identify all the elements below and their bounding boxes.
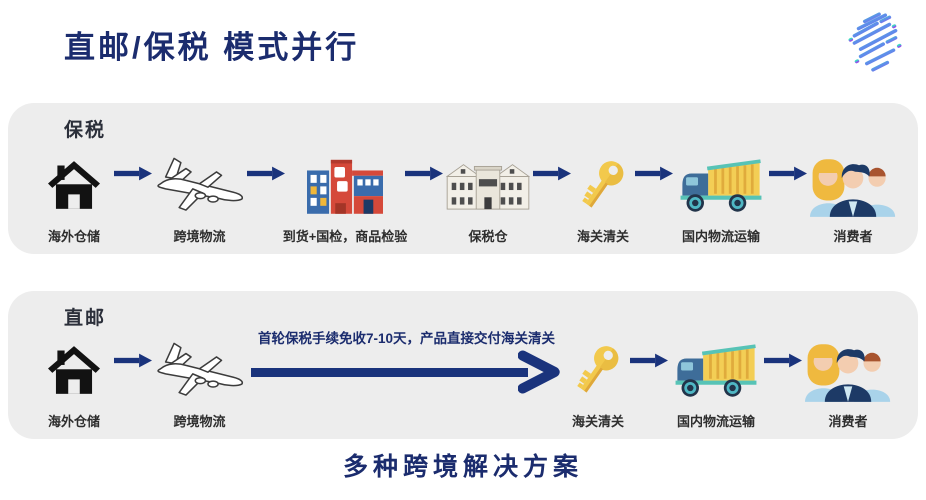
page-title: 直邮/保税 模式并行 [64, 30, 360, 65]
step-arrival-inspection: 到货+国检，商品检验 [282, 129, 408, 244]
flow-arrow [533, 129, 571, 244]
step-customs-clearance: 海关清关 [571, 129, 635, 244]
step-label: 国内物流运输 [676, 414, 755, 429]
chevron-arrowhead-icon [518, 350, 560, 394]
step-domestic-logistics: 国内物流运输 [668, 317, 764, 429]
long-arrow [251, 349, 562, 395]
key-icon [582, 161, 624, 208]
consumers-icon [810, 159, 896, 217]
step-label: 消费者 [833, 229, 873, 244]
fast-track-arrow-block: 首轮保税手续免收7-10天，产品直接交付海关清关 [251, 317, 562, 429]
flow-arrow [247, 129, 285, 244]
step-label: 海外仓储 [47, 414, 100, 429]
arrow-right-icon [630, 353, 668, 367]
step-label: 保税仓 [468, 229, 508, 244]
step-label: 国内物流运输 [681, 229, 760, 244]
direct-mode-panel: 直邮 海外仓储 [8, 291, 918, 439]
step-crossborder-logistics: 跨境物流 [152, 317, 247, 429]
inspection-buildings-icon [307, 159, 383, 214]
long-arrow-bar [251, 367, 528, 377]
arrow-right-icon [405, 166, 443, 181]
step-overseas-warehouse: 海外仓储 [34, 317, 114, 429]
arrow-right-icon [769, 166, 807, 181]
truck-icon [680, 158, 762, 212]
arrow-right-icon [114, 353, 152, 367]
step-label: 海外仓储 [47, 229, 100, 244]
direct-mode-label: 直邮 [64, 308, 107, 329]
arrow-right-icon [635, 166, 673, 181]
arrow-right-icon [533, 166, 571, 181]
key-icon [577, 346, 619, 393]
step-bonded-warehouse: 保税仓 [443, 129, 533, 244]
flow-arrow [635, 129, 673, 244]
bonded-warehouse-icon [446, 163, 530, 210]
step-label: 海关清关 [576, 229, 629, 244]
airplane-icon [157, 157, 244, 211]
step-label: 海关清关 [571, 414, 624, 429]
step-label: 跨境物流 [173, 229, 226, 244]
consumers-icon [805, 344, 891, 402]
step-label: 消费者 [828, 414, 868, 429]
arrow-right-icon [764, 353, 802, 367]
airplane-icon [157, 342, 244, 396]
step-domestic-logistics: 国内物流运输 [673, 129, 769, 244]
step-customs-clearance: 海关清关 [566, 317, 630, 429]
fast-track-note: 首轮保税手续免收7-10天，产品直接交付海关清关 [257, 331, 556, 346]
house-icon [48, 346, 100, 394]
step-label: 跨境物流 [173, 414, 226, 429]
bonded-mode-label: 保税 [64, 120, 107, 141]
bonded-mode-panel: 保税 海外仓储 [8, 103, 918, 254]
arrow-right-icon [114, 166, 152, 181]
flow-arrow [764, 317, 802, 429]
step-overseas-warehouse: 海外仓储 [34, 129, 114, 244]
direct-flow: 海外仓储 [34, 317, 894, 429]
bonded-flow: 海外仓储 [34, 129, 896, 244]
truck-icon [675, 343, 757, 397]
footer-title: 多种跨境解决方案 [342, 453, 583, 481]
hexagon-stripes-logo [848, 12, 902, 72]
flow-arrow [769, 129, 807, 244]
flow-arrow [114, 317, 152, 429]
flow-arrow [630, 317, 668, 429]
step-crossborder-logistics: 跨境物流 [152, 129, 247, 244]
flow-arrow [405, 129, 443, 244]
flow-arrow [114, 129, 152, 244]
arrow-right-icon [247, 166, 285, 181]
step-label: 到货+国检，商品检验 [282, 229, 408, 244]
house-icon [48, 161, 100, 209]
step-consumers: 消费者 [807, 129, 899, 244]
step-consumers: 消费者 [802, 317, 894, 429]
